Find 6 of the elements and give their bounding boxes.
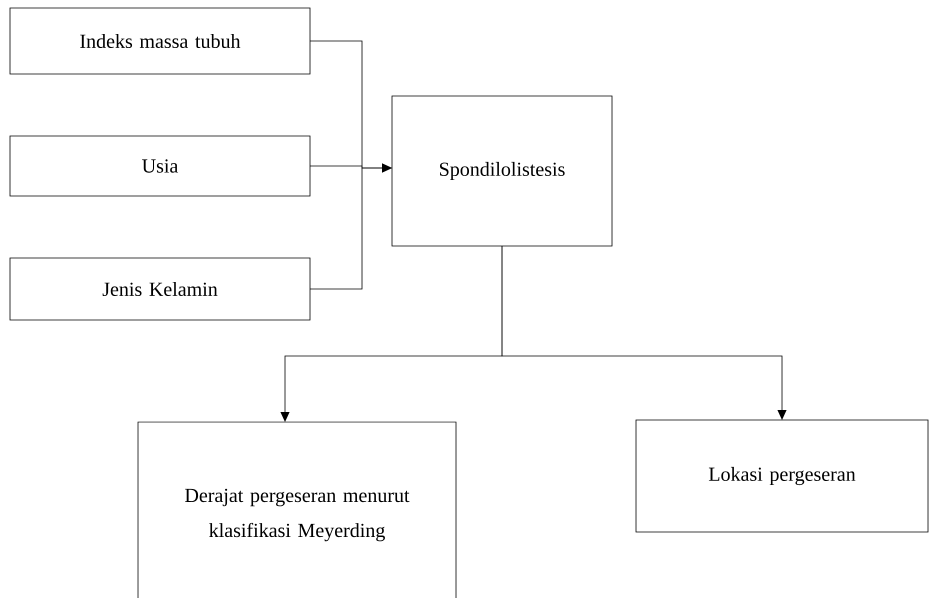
box: Jenis Kelamin: [10, 258, 310, 320]
box: Derajat pergeseran menurut klasifikasi Meyerding: [138, 422, 456, 598]
box: Usia: [10, 136, 310, 196]
box: Spondilolistesis: [392, 96, 612, 246]
box: Indeks massa tubuh: [10, 8, 310, 74]
box: Lokasi pergeseran: [636, 420, 928, 532]
